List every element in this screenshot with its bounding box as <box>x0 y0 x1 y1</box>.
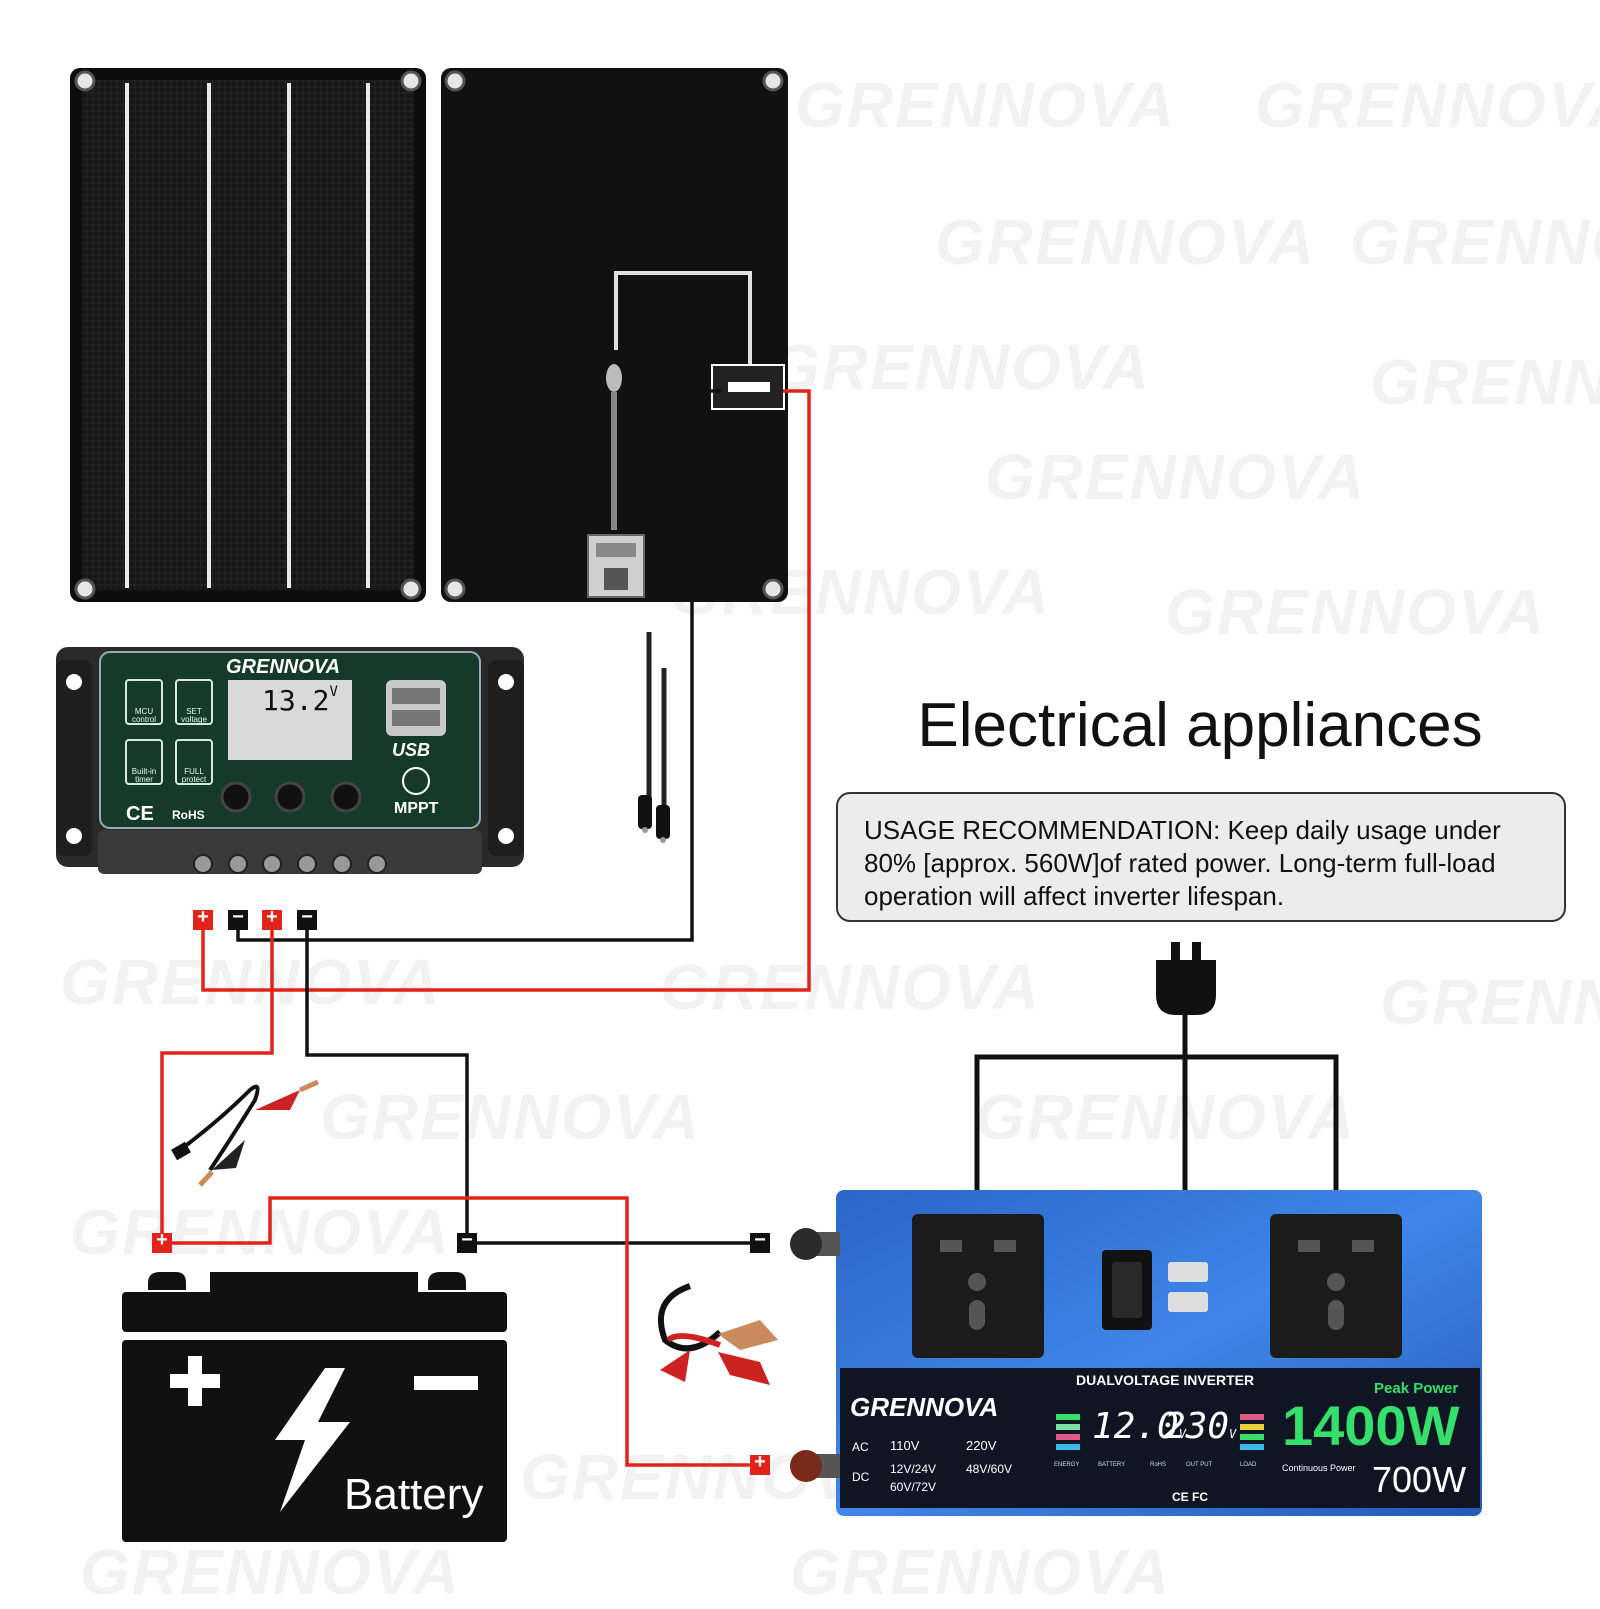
terminal-negative-pv: − <box>228 906 248 929</box>
terminal-positive-pv: + <box>193 906 213 929</box>
inverter-negative-terminal: − <box>750 1229 770 1252</box>
inverter-output-voltage-unit: V <box>1229 1427 1236 1441</box>
inverter-dc-option-12-24: 12V/24V <box>890 1462 936 1476</box>
inverter-brand: GRENNOVA <box>850 1392 998 1423</box>
inverter-model-label: DUALVOLTAGE INVERTER <box>1076 1372 1254 1388</box>
inverter-dc-label: DC <box>852 1470 869 1484</box>
inverter-cert-marks: CE FC <box>1172 1490 1208 1504</box>
inverter-output-voltage: 230V <box>1164 1406 1236 1447</box>
usage-recommendation-box: USAGE RECOMMENDATION: Keep daily usage u… <box>836 792 1566 922</box>
meter-label-output: OUT PUT <box>1186 1462 1212 1468</box>
inverter-ac-option-220: 220V <box>966 1438 996 1453</box>
battery-positive-terminal: + <box>152 1229 172 1252</box>
meter-label-energy: ENERGY <box>1054 1462 1079 1468</box>
alligator-clip-cable <box>171 1082 318 1185</box>
meter-label-load: LOAD <box>1240 1462 1256 1468</box>
inverter-dc-option-48-60: 48V/60V <box>966 1462 1012 1476</box>
power-plug-icon <box>1156 942 1216 1015</box>
controller-mcu-label: MCU control <box>124 708 164 724</box>
meter-label-rohs: RoHS <box>1150 1462 1166 1468</box>
inverter-ac-option-110: 110V <box>890 1438 919 1453</box>
controller-voltage-readout: 13.2 <box>262 684 329 717</box>
alligator-clip-cable <box>660 1286 778 1385</box>
controller-usb-label: USB <box>392 740 430 761</box>
controller-timer-label: Built-in timer <box>124 768 164 784</box>
inverter-output-voltage-value: 230 <box>1164 1406 1229 1447</box>
ac-socket <box>1270 1214 1402 1358</box>
charge-controller <box>56 647 524 874</box>
meter-label-battery: BATTERY <box>1098 1462 1125 1468</box>
solar-panel-front <box>70 68 426 602</box>
terminal-positive-bat: + <box>262 906 282 929</box>
inverter-positive-terminal: + <box>750 1451 770 1474</box>
mc4-cable <box>638 632 670 843</box>
inverter-continuous-power: 700W <box>1372 1460 1466 1500</box>
controller-protect-label: FULL protect <box>174 768 214 784</box>
ac-socket <box>912 1214 1044 1358</box>
controller-voltage-unit: V <box>329 684 337 700</box>
controller-mppt-label: MPPT <box>394 800 438 818</box>
inverter-dc-option-60-72: 60V/72V <box>890 1480 936 1494</box>
battery-negative-terminal: − <box>457 1229 477 1252</box>
controller-lcd-value: 13.2V <box>262 684 338 717</box>
solar-panel-back <box>441 68 788 602</box>
controller-ce-mark: CE <box>126 803 154 826</box>
terminal-negative-bat: − <box>297 906 317 929</box>
controller-brand: GRENNOVA <box>226 656 340 679</box>
battery-label: Battery <box>344 1470 483 1520</box>
controller-rohs-mark: RoHS <box>172 808 205 822</box>
inverter-ac-label: AC <box>852 1440 869 1454</box>
usage-recommendation-text: USAGE RECOMMENDATION: Keep daily usage u… <box>864 815 1501 911</box>
inverter-peak-power: 1400W <box>1282 1396 1459 1456</box>
page-title: Electrical appliances <box>880 690 1520 761</box>
controller-set-label: SET voltage <box>174 708 214 724</box>
inverter-continuous-label: Continuous Power <box>1282 1463 1356 1473</box>
